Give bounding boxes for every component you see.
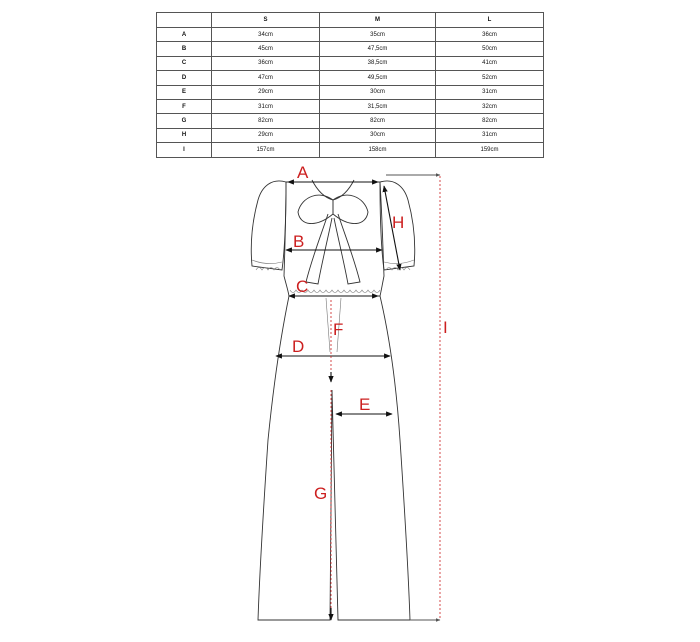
bow-tail-right [333, 213, 361, 285]
cell-l: 159cm [435, 142, 544, 158]
bow-left-loop [297, 194, 334, 224]
measure-line-h [382, 185, 402, 271]
measurement-lines [275, 173, 441, 622]
label-e: E [359, 395, 370, 414]
size-chart-table: S M L A 34cm 35cm 36cm B 45cm 47,5cm 50c… [156, 12, 544, 158]
table-row: H 29cm 30cm 31cm [156, 127, 544, 144]
label-b: B [293, 232, 304, 251]
table-header-row: S M L [156, 12, 544, 28]
label-i: I [443, 318, 448, 337]
label-d: D [292, 337, 304, 356]
collar [311, 179, 355, 201]
table-row: I 157cm 158cm 159cm [156, 142, 544, 158]
jumpsuit-outline [250, 179, 416, 621]
measurement-labels: A B C D E F G H I [292, 163, 448, 503]
table-row: E 29cm 30cm 31cm [156, 84, 544, 100]
bow-tail-left [305, 213, 333, 285]
bow-right-loop [332, 194, 369, 224]
pleat-right [336, 297, 342, 353]
trousers [257, 295, 411, 621]
label-c: C [296, 277, 308, 296]
label-f: F [333, 320, 343, 339]
left-sleeve [250, 180, 287, 271]
label-a: A [297, 163, 309, 182]
pleat-left [325, 297, 331, 353]
label-h: H [392, 213, 404, 232]
label-g: G [314, 484, 327, 503]
